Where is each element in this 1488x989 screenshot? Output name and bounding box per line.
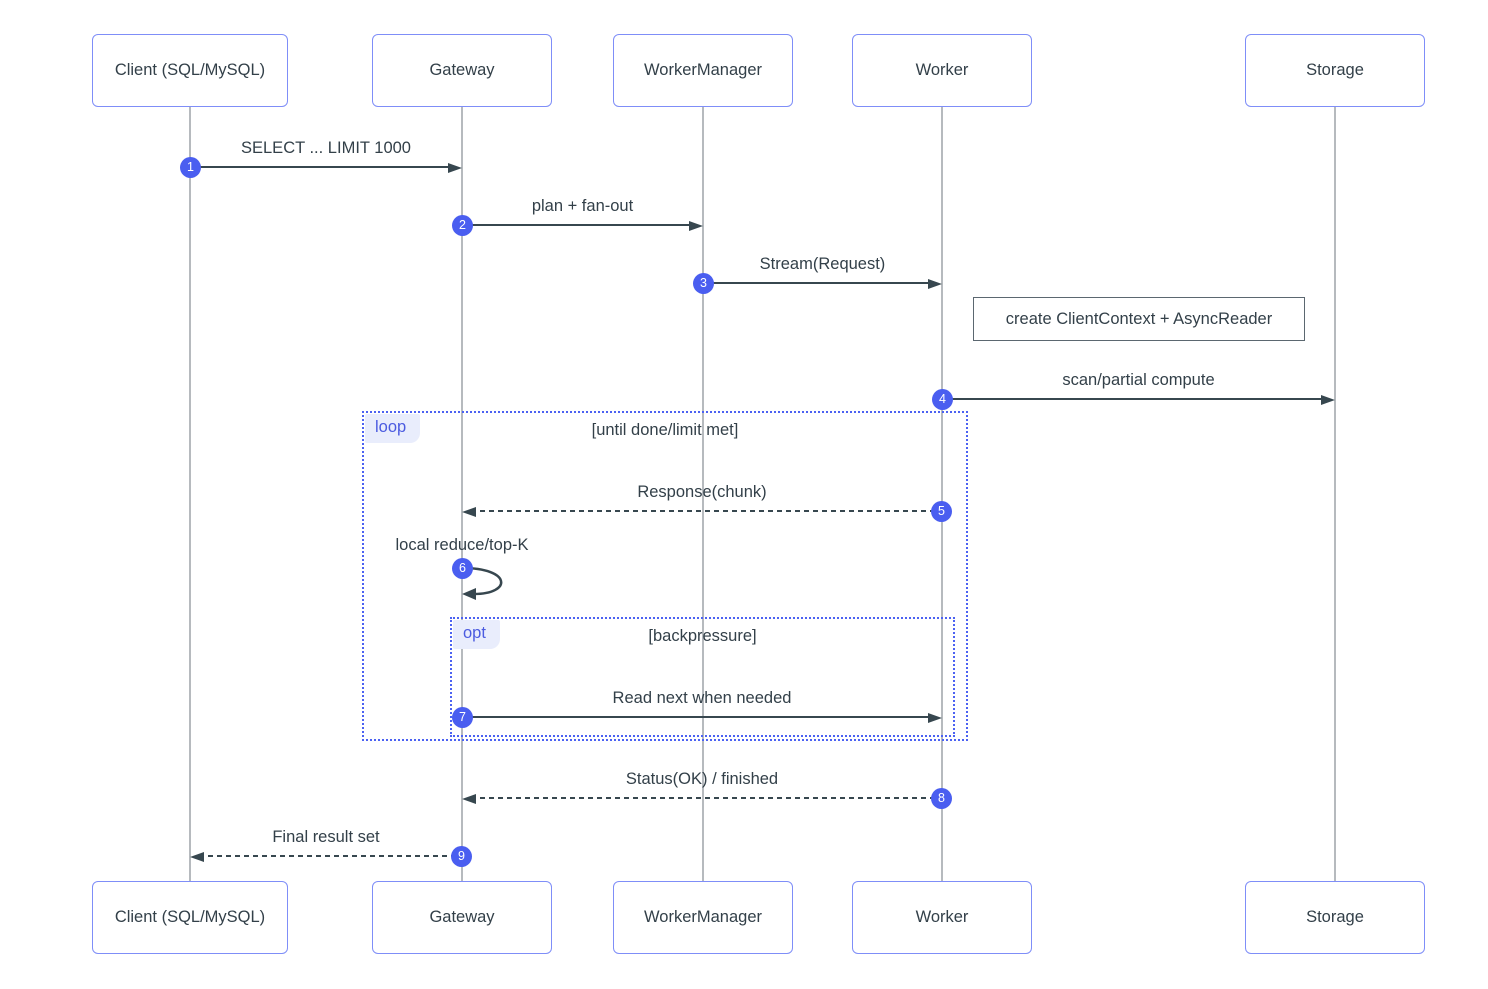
message-scan-partial-compute: scan/partial compute 4 (932, 367, 1335, 410)
seq-badge: 3 (693, 273, 714, 294)
arrowhead-icon (462, 793, 476, 804)
actor-box-workermanager-top: WorkerManager (613, 34, 793, 107)
message-stream-request: Stream(Request) 3 (693, 251, 942, 294)
message-plan-fanout: plan + fan-out 2 (452, 193, 703, 236)
note-create-clientcontext: create ClientContext + AsyncReader (973, 297, 1305, 341)
message-line (190, 165, 453, 168)
seq-badge: 2 (452, 215, 473, 236)
actor-box-worker-top: Worker (852, 34, 1032, 107)
lifeline-storage (1334, 107, 1336, 881)
message-line (462, 223, 694, 226)
loop-frame-tag: loop (365, 414, 421, 443)
message-label: Status(OK) / finished (625, 770, 779, 788)
arrowhead-icon (190, 851, 204, 862)
opt-frame-tag: opt (453, 620, 500, 649)
lifeline-client (189, 107, 191, 881)
actor-box-worker-bottom: Worker (852, 881, 1032, 954)
message-line (199, 854, 462, 857)
message-response-chunk: Response(chunk) 5 (462, 479, 952, 522)
arrowhead-icon (448, 162, 462, 173)
message-select-limit: SELECT ... LIMIT 1000 1 (180, 135, 462, 178)
lifeline-worker (941, 107, 943, 881)
message-line (703, 281, 933, 284)
actor-box-workermanager-bottom: WorkerManager (613, 881, 793, 954)
message-local-reduce-topk: local reduce/top-K (395, 536, 529, 554)
message-line (471, 796, 942, 799)
opt-frame-guard: [backpressure] (648, 627, 757, 645)
arrowhead-icon (1321, 394, 1335, 405)
seq-badge: 1 (180, 157, 201, 178)
seq-badge: 8 (931, 788, 952, 809)
message-status-ok-finished: Status(OK) / finished 8 (462, 766, 952, 809)
actor-box-storage-top: Storage (1245, 34, 1425, 107)
actor-box-storage-bottom: Storage (1245, 881, 1425, 954)
message-read-next: Read next when needed 7 (452, 685, 942, 728)
lifeline-gateway (461, 107, 463, 881)
message-final-result-set: Final result set 9 (190, 824, 472, 867)
arrowhead-icon (689, 220, 703, 231)
lifeline-workermanager (702, 107, 704, 881)
message-label: Read next when needed (612, 689, 792, 707)
loop-frame-guard: [until done/limit met] (591, 421, 739, 439)
message-label: plan + fan-out (531, 197, 634, 215)
message-label: Response(chunk) (637, 483, 767, 501)
message-line (942, 397, 1326, 400)
seq-badge: 4 (932, 389, 953, 410)
seq-badge: 6 (452, 558, 473, 579)
actor-box-client-top: Client (SQL/MySQL) (92, 34, 288, 107)
message-label: Final result set (272, 828, 380, 846)
message-label: Stream(Request) (759, 255, 886, 273)
actor-box-gateway-top: Gateway (372, 34, 552, 107)
message-line (462, 715, 933, 718)
opt-frame: opt [backpressure] (450, 617, 955, 737)
actor-box-gateway-bottom: Gateway (372, 881, 552, 954)
arrowhead-icon (928, 712, 942, 723)
loop-frame: loop [until done/limit met] (362, 411, 968, 741)
seq-badge: 9 (451, 846, 472, 867)
self-loop-arc (462, 566, 503, 600)
message-label: SELECT ... LIMIT 1000 (241, 139, 411, 157)
message-line (471, 509, 942, 512)
arrowhead-icon (462, 506, 476, 517)
seq-badge: 7 (452, 707, 473, 728)
arrowhead-icon (928, 278, 942, 289)
actor-box-client-bottom: Client (SQL/MySQL) (92, 881, 288, 954)
message-label: scan/partial compute (1062, 371, 1215, 389)
seq-badge: 5 (931, 501, 952, 522)
